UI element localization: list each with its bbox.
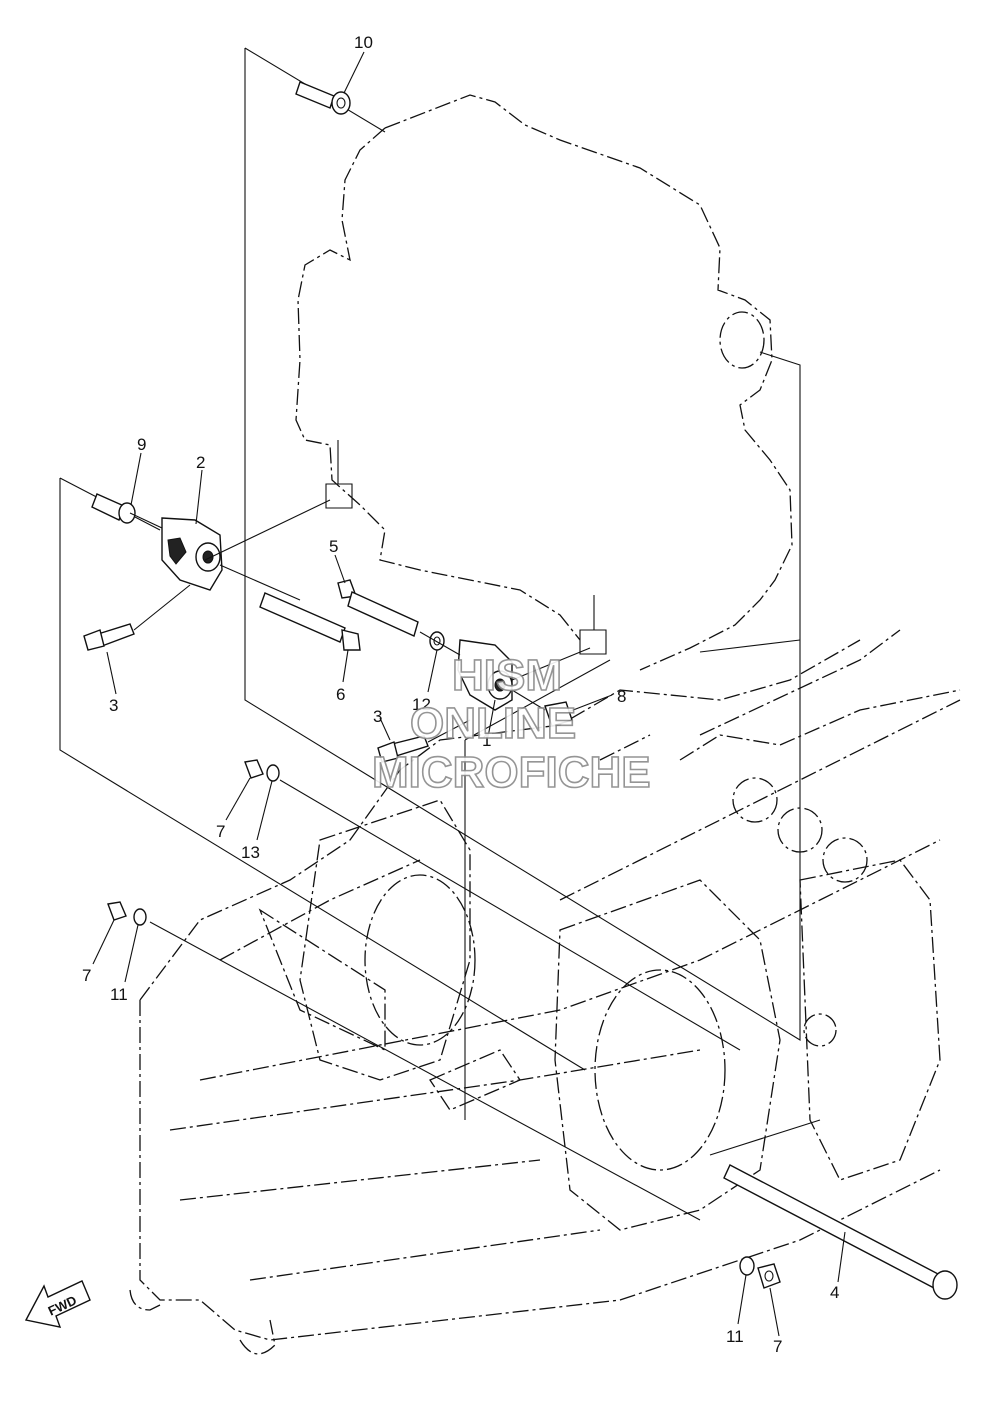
callout-8: 8 <box>617 687 626 706</box>
frame-crossmember-right <box>799 859 941 1181</box>
axis-line-rear <box>149 779 821 1221</box>
axis-line-right-mount <box>419 631 591 743</box>
nut-7-upper <box>244 759 264 779</box>
frame-side-plate-right <box>554 879 781 1231</box>
frame-hole-4 <box>803 1013 837 1047</box>
reference-box-centre <box>464 659 611 1120</box>
frame-side-plate-right-opening <box>594 969 726 1171</box>
bolt-3-right <box>377 735 429 763</box>
fwd-arrow-icon <box>24 1280 91 1328</box>
callout-11-left: 11 <box>110 985 128 1004</box>
bolt-3-left <box>83 623 135 651</box>
callout-9: 9 <box>137 435 146 454</box>
leader-lines <box>92 51 846 1337</box>
bolt-6 <box>259 592 361 651</box>
callout-5: 5 <box>329 537 338 556</box>
bracket-left-2 <box>161 517 223 591</box>
nut-7-left <box>107 901 127 921</box>
engine-outline <box>295 94 793 671</box>
callout-11-rear: 11 <box>726 1327 744 1346</box>
frame-hole-1 <box>732 777 778 823</box>
bolt-4 <box>723 1164 958 1300</box>
callout-2: 2 <box>196 453 205 472</box>
callout-1: 1 <box>482 731 491 750</box>
frame-hole-3 <box>822 837 868 883</box>
washer-11-left <box>133 908 147 926</box>
fwd-arrow: FWD <box>24 1280 91 1328</box>
callout-7-left: 7 <box>82 966 91 985</box>
frame-hole-2 <box>777 807 823 853</box>
bolt-9 <box>91 493 136 524</box>
nut-8 <box>544 701 573 727</box>
callout-13: 13 <box>241 843 260 862</box>
washer-11-rear <box>739 1256 755 1276</box>
engine-lower-edge <box>699 639 801 653</box>
callout-3-right: 3 <box>373 707 382 726</box>
nut-7-rear <box>757 1263 781 1289</box>
callout-12: 12 <box>412 695 431 714</box>
frame-gusset-centre <box>258 908 521 1111</box>
bolt-5 <box>337 579 419 637</box>
washer-12 <box>429 631 445 651</box>
bracket-right-1 <box>457 639 513 711</box>
callout-6: 6 <box>336 685 345 704</box>
callout-10: 10 <box>354 33 373 52</box>
frame-tube-front <box>129 1289 276 1355</box>
watermark-line-1: HISM <box>452 651 562 700</box>
washer-13 <box>266 764 280 782</box>
engine-mount-lug-left <box>325 440 353 509</box>
callout-3-left: 3 <box>109 696 118 715</box>
callout-7-upper: 7 <box>216 822 225 841</box>
frame-side-plate-left-opening <box>364 874 476 1046</box>
engine-mount-lug-right <box>579 595 607 655</box>
engine-boss <box>719 311 765 369</box>
watermark: HISM ONLINE MICROFICHE <box>371 650 651 798</box>
callout-4: 4 <box>830 1283 839 1302</box>
watermark-line-2: ONLINE <box>410 699 576 748</box>
callout-7-rear: 7 <box>773 1337 782 1356</box>
watermark-line-3: MICROFICHE <box>372 748 651 797</box>
axis-line-left-mount <box>129 499 331 631</box>
bolt-10 <box>295 81 351 115</box>
